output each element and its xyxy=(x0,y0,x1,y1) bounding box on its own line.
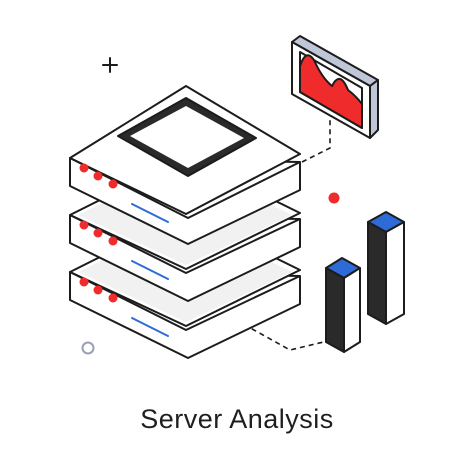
3d-bar-chart-icon xyxy=(325,211,405,353)
ring-icon xyxy=(81,341,95,355)
server-led-lights xyxy=(79,163,118,303)
caption-title: Server Analysis xyxy=(140,404,334,434)
bar-short xyxy=(325,257,361,353)
bar-tall xyxy=(367,211,405,325)
dashed-connector xyxy=(235,112,333,351)
server-stack-icon xyxy=(69,85,301,359)
server-unit-top xyxy=(69,85,301,245)
plus-sparkle-icon xyxy=(102,57,118,73)
area-chart-monitor-icon xyxy=(291,35,379,139)
server-drive-slots xyxy=(131,203,169,337)
red-dot-icon xyxy=(328,192,340,204)
